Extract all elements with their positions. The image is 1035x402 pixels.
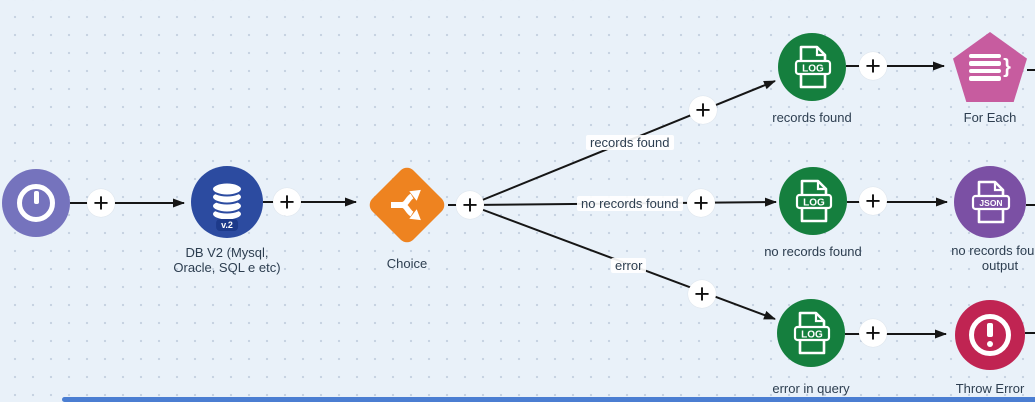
add-node-button-branch-bottom[interactable]: +: [688, 280, 716, 308]
exclamation-icon: [969, 314, 1011, 356]
add-node-button-6[interactable]: +: [859, 319, 887, 347]
json-output-label: no records found output: [951, 243, 1035, 273]
log-error-label: error in query: [772, 381, 850, 396]
svg-text:LOG: LOG: [801, 330, 823, 341]
json-file-icon: JSON: [971, 180, 1011, 224]
log-file-icon: LOG: [795, 179, 833, 223]
log-records-found-node[interactable]: LOG: [778, 33, 846, 101]
db-node-label: DB V2 (Mysql, Oracle, SQL e etc): [173, 245, 281, 275]
throw-error-label: Throw Error: [955, 381, 1025, 396]
database-icon: [211, 181, 243, 222]
log-error-node[interactable]: LOG: [777, 299, 845, 367]
json-output-node[interactable]: JSON: [954, 166, 1026, 238]
svg-text:LOG: LOG: [803, 198, 825, 209]
log-file-icon: LOG: [793, 311, 831, 355]
choice-node[interactable]: [365, 163, 449, 247]
log-file-icon: LOG: [794, 45, 832, 89]
add-node-button-3[interactable]: +: [456, 191, 484, 219]
add-node-button-5[interactable]: +: [859, 187, 887, 215]
branch-label-error: error: [611, 258, 647, 273]
horizontal-scrollbar[interactable]: [62, 397, 1035, 402]
choice-node-label: Choice: [386, 256, 428, 271]
log-no-records-found-node[interactable]: LOG: [779, 167, 847, 235]
clock-icon: [17, 184, 55, 222]
list-brace-icon: }: [969, 53, 1011, 81]
branch-icon: [391, 189, 421, 221]
add-node-button-1[interactable]: +: [87, 189, 115, 217]
add-node-button-4[interactable]: +: [859, 52, 887, 80]
for-each-label: For Each: [963, 110, 1017, 125]
log-no-records-found-label: no records found: [764, 244, 862, 259]
branch-label-records-found: records found: [586, 135, 674, 150]
log-records-found-label: records found: [772, 110, 852, 125]
brace-icon: }: [1003, 56, 1011, 78]
svg-text:LOG: LOG: [802, 64, 824, 75]
svg-text:JSON: JSON: [979, 198, 1002, 208]
add-node-button-2[interactable]: +: [273, 188, 301, 216]
add-node-button-branch-top[interactable]: +: [689, 96, 717, 124]
schedule-trigger-node[interactable]: [2, 169, 70, 237]
db-v2-node[interactable]: v.2: [191, 166, 263, 238]
version-badge: v.2: [216, 219, 238, 231]
throw-error-node[interactable]: [955, 300, 1025, 370]
branch-label-no-records-found: no records found: [577, 196, 683, 211]
add-node-button-branch-middle[interactable]: +: [687, 189, 715, 217]
